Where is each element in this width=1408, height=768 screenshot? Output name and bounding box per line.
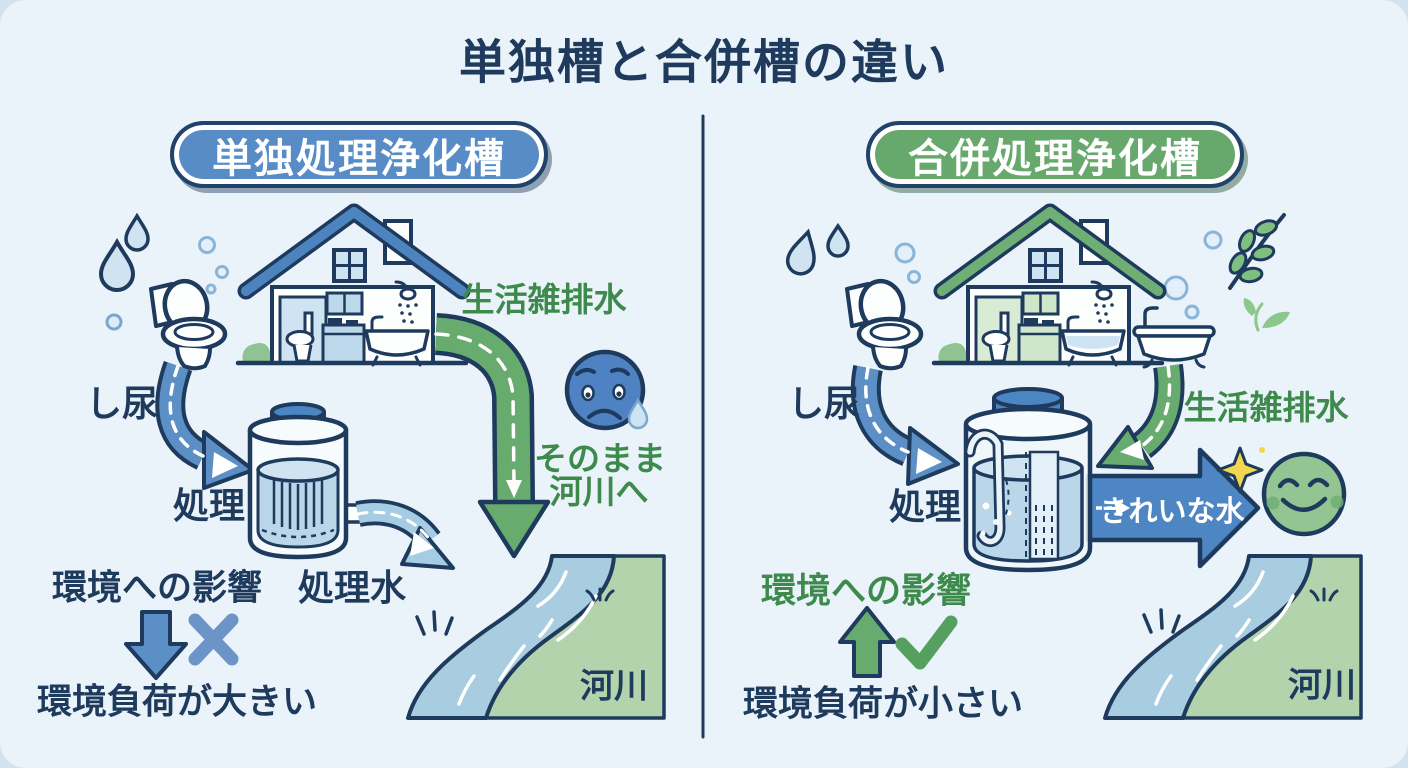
- droplets-icon-left: [98, 212, 150, 331]
- page-title: 単独槽と合併槽の違い: [459, 35, 949, 91]
- leaf-branch-icon: [1228, 213, 1286, 290]
- label-night-soil-right: し尿: [787, 384, 861, 425]
- tank-right: [963, 387, 1093, 573]
- bathtub-icon: [1132, 306, 1216, 369]
- label-impact-right: 環境への影響: [760, 571, 972, 612]
- label-night-soil-left: し尿: [85, 384, 159, 425]
- sparkle-icon: [1216, 446, 1265, 494]
- bubbles-right: [894, 230, 1223, 320]
- wastewater-arrow-left: [434, 313, 551, 559]
- impact-up-arrow-icon: [838, 606, 896, 678]
- label-treatment-left: 処理: [172, 486, 246, 527]
- label-impact-left: 環境への影響: [51, 568, 263, 609]
- label-wastewater-right: 生活雑排水: [1183, 388, 1349, 427]
- wastewater-arrow-right: [1096, 363, 1185, 470]
- label-burden-left: 環境負荷が大きい: [36, 682, 318, 723]
- house-right: [931, 203, 1167, 367]
- impact-down-arrow-icon: [124, 610, 188, 680]
- sad-face-icon: [564, 349, 649, 431]
- label-river-left: 河川: [580, 666, 648, 707]
- label-treated-water: 処理水: [297, 568, 407, 609]
- check-mark-icon: [895, 615, 958, 670]
- label-direct-to-river-2: 河川へ: [549, 472, 649, 511]
- house-left: [235, 203, 471, 367]
- label-clean-water: きれいな水: [1099, 494, 1245, 528]
- label-direct-to-river-1: そのまま: [534, 439, 666, 478]
- x-mark-icon: [188, 613, 239, 666]
- toilet-icon-left: [149, 278, 228, 371]
- river-right: [1103, 554, 1363, 720]
- tank-left: [247, 402, 363, 560]
- toilet-icon-right: [847, 277, 921, 368]
- badge-single-tank: 単独処理浄化槽: [170, 121, 548, 188]
- label-burden-right: 環境負荷が小さい: [742, 684, 1024, 725]
- clean-water-arrow: [1085, 447, 1261, 569]
- droplets-icon-right: [785, 222, 850, 276]
- night-soil-arrow-right: [850, 365, 960, 486]
- treated-water-arrow: [355, 499, 455, 570]
- sprig-icon: [1243, 298, 1290, 332]
- badge-combined-tank: 合併処理浄化槽: [866, 121, 1244, 188]
- night-soil-arrow-left: [155, 360, 255, 490]
- happy-face-icon: [1261, 451, 1347, 537]
- river-left: [406, 554, 666, 720]
- label-river-right: 河川: [1288, 665, 1356, 706]
- label-treatment-right: 処理: [888, 487, 962, 528]
- label-wastewater-left: 生活雑排水: [461, 280, 627, 319]
- bubbles-left: [198, 236, 229, 295]
